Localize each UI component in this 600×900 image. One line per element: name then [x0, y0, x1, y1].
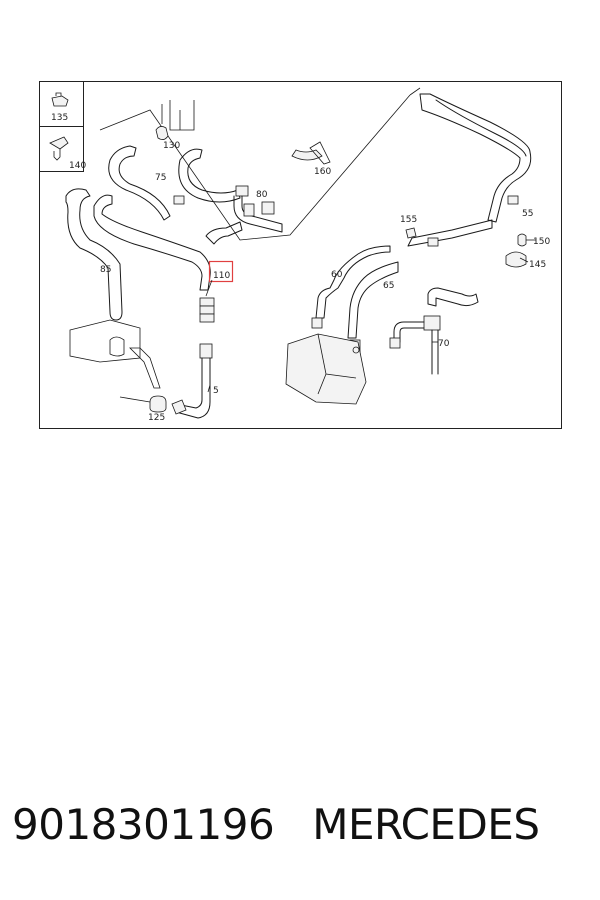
callout-75: 75 [155, 173, 166, 183]
hose-110 [93, 194, 215, 323]
callout-160: 160 [314, 167, 331, 177]
push-pin-icon [49, 136, 69, 161]
clip-160 [291, 141, 331, 165]
clamp-150 [517, 233, 527, 247]
hose-85 [65, 188, 123, 321]
callout-65: 65 [383, 281, 394, 291]
callout-80: 80 [256, 190, 268, 200]
part-number: 9018301196 [12, 800, 275, 849]
callout-125: 125 [148, 413, 165, 423]
clamp-155 [405, 227, 439, 247]
callout-60: 60 [331, 270, 343, 280]
clamp-130 [155, 100, 195, 140]
tee-80 [205, 185, 283, 245]
coolant-reservoir [285, 333, 367, 405]
brand-name: MERCEDES [312, 800, 540, 849]
hose-60 [311, 245, 391, 329]
callout-130: 130 [163, 141, 180, 151]
callout-140: 140 [69, 161, 86, 171]
leader-lines [205, 239, 536, 393]
clip-145 [505, 251, 527, 268]
callout-85: 85 [100, 265, 111, 275]
tee-70 [389, 287, 479, 375]
hose-55 [407, 93, 532, 247]
callout-150: 150 [533, 237, 550, 247]
engine-block-sketch [69, 319, 161, 389]
footer-caption: 9018301196 MERCEDES [12, 800, 592, 860]
clip-icon [51, 92, 69, 107]
callout-135: 135 [51, 113, 68, 123]
callout-110: 110 [213, 271, 230, 281]
callout-5: 5 [213, 386, 219, 396]
connector-lines [99, 87, 421, 241]
highlight-box-110 [208, 260, 234, 283]
callout-70: 70 [438, 339, 450, 349]
callout-55: 55 [522, 209, 533, 219]
hose-75 [108, 145, 241, 221]
callout-155: 155 [400, 215, 417, 225]
hose-5 [171, 343, 213, 419]
clamp-125 [119, 395, 167, 413]
callout-145: 145 [529, 260, 546, 270]
